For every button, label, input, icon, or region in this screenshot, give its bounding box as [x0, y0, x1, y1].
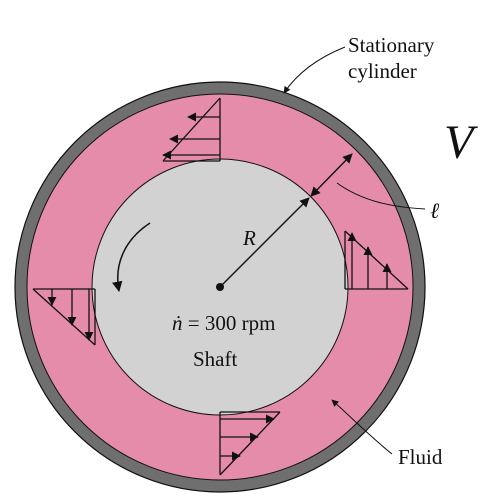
speed-symbol: ṅ [172, 311, 183, 335]
rotation-arrow [112, 222, 151, 293]
radius-arrow [219, 197, 310, 288]
velocity-symbol: V [444, 116, 478, 169]
radius-symbol: R [242, 226, 256, 250]
gap-dimension-arrow [310, 153, 353, 197]
velocity-profile-left [32, 288, 96, 346]
velocity-profile-top [162, 97, 221, 162]
stationary-label-line1: Stationary [348, 33, 435, 57]
velocity-profile-right [344, 230, 409, 290]
stationary-cylinder-leader [283, 46, 346, 94]
fluid-label: Fluid [398, 445, 443, 469]
speed-value: = 300 rpm [183, 311, 276, 335]
velocity-profile-bottom [219, 411, 281, 476]
speed-label: ṅ = 300 rpm [172, 311, 275, 335]
gap-symbol: ℓ [430, 198, 440, 223]
gap-leader-line [336, 182, 426, 210]
fluid-leader [331, 399, 393, 455]
shaft-center-dot [216, 283, 224, 291]
stationary-label-line2: cylinder [348, 59, 417, 83]
shaft-label: Shaft [193, 347, 237, 371]
